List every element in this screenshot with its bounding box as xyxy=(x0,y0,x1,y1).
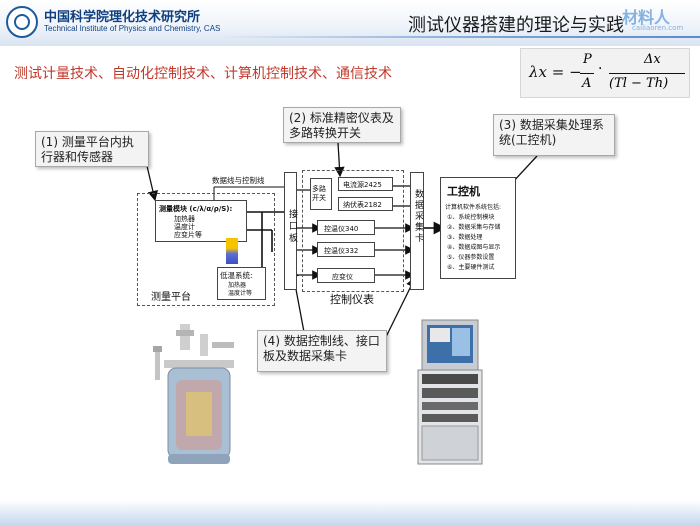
measure-module-title: 测量模块 (c/λ/α/ρ/S): xyxy=(159,205,233,213)
slide-title: 测试仪器搭建的理论与实践 xyxy=(408,15,624,36)
measure-module-box: 测量模块 (c/λ/α/ρ/S): 加热器 温度计 应变片等 xyxy=(155,200,247,242)
measure-item: 加热器 xyxy=(174,215,195,223)
control-instruments-frame xyxy=(302,170,404,292)
ipc-item: ②、数据采集与存储 xyxy=(447,224,501,231)
control-instruments-label: 控制仪表 xyxy=(330,293,374,306)
daq-card: 数据采集卡 xyxy=(410,172,424,290)
formula-a: A xyxy=(582,76,592,91)
watermark-url: cailiaoren.com xyxy=(632,24,684,32)
measure-item: 应变片等 xyxy=(174,231,202,239)
ipc-intro: 计算机软件系统包括: xyxy=(445,204,502,211)
footer-gradient xyxy=(0,500,700,525)
formula-denominator: (Tl − Th) xyxy=(609,76,669,91)
platform-label: 测量平台 xyxy=(151,292,191,303)
formula-box: λx = − P A · Δx (Tl − Th) xyxy=(520,48,690,98)
logo-inner-ring xyxy=(14,14,30,30)
computer-cabinet-illustration xyxy=(410,318,490,466)
cryostat-illustration xyxy=(150,320,245,470)
instrument-label: 控温仪332 xyxy=(324,247,359,255)
instrument-label: 电流源2425 xyxy=(343,181,382,189)
ipc-item: ⑤、仪器参数设置 xyxy=(447,254,495,261)
instrument-label: 应变仪 xyxy=(332,273,353,281)
instrument-label: 控温仪340 xyxy=(324,225,359,233)
institution-name-cn: 中国科学院理化技术研究所 xyxy=(44,10,201,25)
instrument-temp-controller-332: 控温仪332 xyxy=(317,242,375,257)
interface-board: 接口板 xyxy=(284,172,297,290)
callout-control-lines: (4) 数据控制线、接口板及数据采集卡 xyxy=(257,330,387,372)
multiplexer-label: 多路开关 xyxy=(312,185,326,202)
ipc-item: ①、系统控制模块 xyxy=(447,214,495,221)
callout-daq-system: (3) 数据采集处理系统(工控机) xyxy=(493,114,615,156)
ipc-item: ③、数据处理 xyxy=(447,234,483,241)
cooling-item: 加热器 xyxy=(228,282,247,289)
callout-actuators-sensors: (1) 测量平台内执行器和传感器 xyxy=(35,131,149,167)
instrument-nanovoltmeter: 纳伏表2182 xyxy=(338,197,393,211)
daq-card-label: 数据采集卡 xyxy=(413,189,423,244)
cooling-item: 温度计等 xyxy=(228,290,253,297)
slide-subtitle: 测试计量技术、自动化控制技术、计算机控制技术、通信技术 xyxy=(14,66,392,82)
formula-p: P xyxy=(583,52,592,67)
interface-board-label: 接口板 xyxy=(287,209,297,245)
formula-dx: Δx xyxy=(644,52,661,67)
instrument-current-source: 电流源2425 xyxy=(338,177,393,191)
measure-item: 温度计 xyxy=(174,223,195,231)
watermark-logo: 材料人 xyxy=(622,8,671,27)
header-decoration-line xyxy=(215,36,700,38)
data-line-label: 数据线与控制线 xyxy=(212,176,265,185)
instrument-label: 纳伏表2182 xyxy=(343,201,382,209)
institution-name-en: Technical Institute of Physics and Chemi… xyxy=(44,24,221,33)
header-bar xyxy=(0,0,700,46)
cooling-system-title: 低温系统: xyxy=(220,271,253,280)
sample-heater-icon xyxy=(226,238,238,264)
ipc-box: 工控机 计算机软件系统包括: ①、系统控制模块 ②、数据采集与存储 ③、数据处理… xyxy=(440,177,516,279)
institute-logo xyxy=(6,6,38,38)
formula-fraction-bar-1 xyxy=(580,73,594,74)
cooling-system-box: 低温系统: 加热器 温度计等 xyxy=(217,267,266,300)
multiplexer-box: 多路开关 xyxy=(310,178,332,210)
formula-dot: · xyxy=(598,61,603,77)
measurement-platform-frame xyxy=(137,193,275,306)
callout-precision-instruments: (2) 标准精密仪表及多路转换开关 xyxy=(283,107,401,143)
instrument-strain-meter: 应变仪 xyxy=(317,268,375,283)
ipc-item: ⑥、主要硬件测试 xyxy=(447,264,495,271)
ipc-item: ④、数据成图与显示 xyxy=(447,244,501,251)
formula-fraction-bar-2 xyxy=(609,73,685,74)
ipc-title: 工控机 xyxy=(447,185,480,198)
instrument-temp-controller-340: 控温仪340 xyxy=(317,220,375,235)
formula-lhs: λx = − xyxy=(529,63,582,81)
